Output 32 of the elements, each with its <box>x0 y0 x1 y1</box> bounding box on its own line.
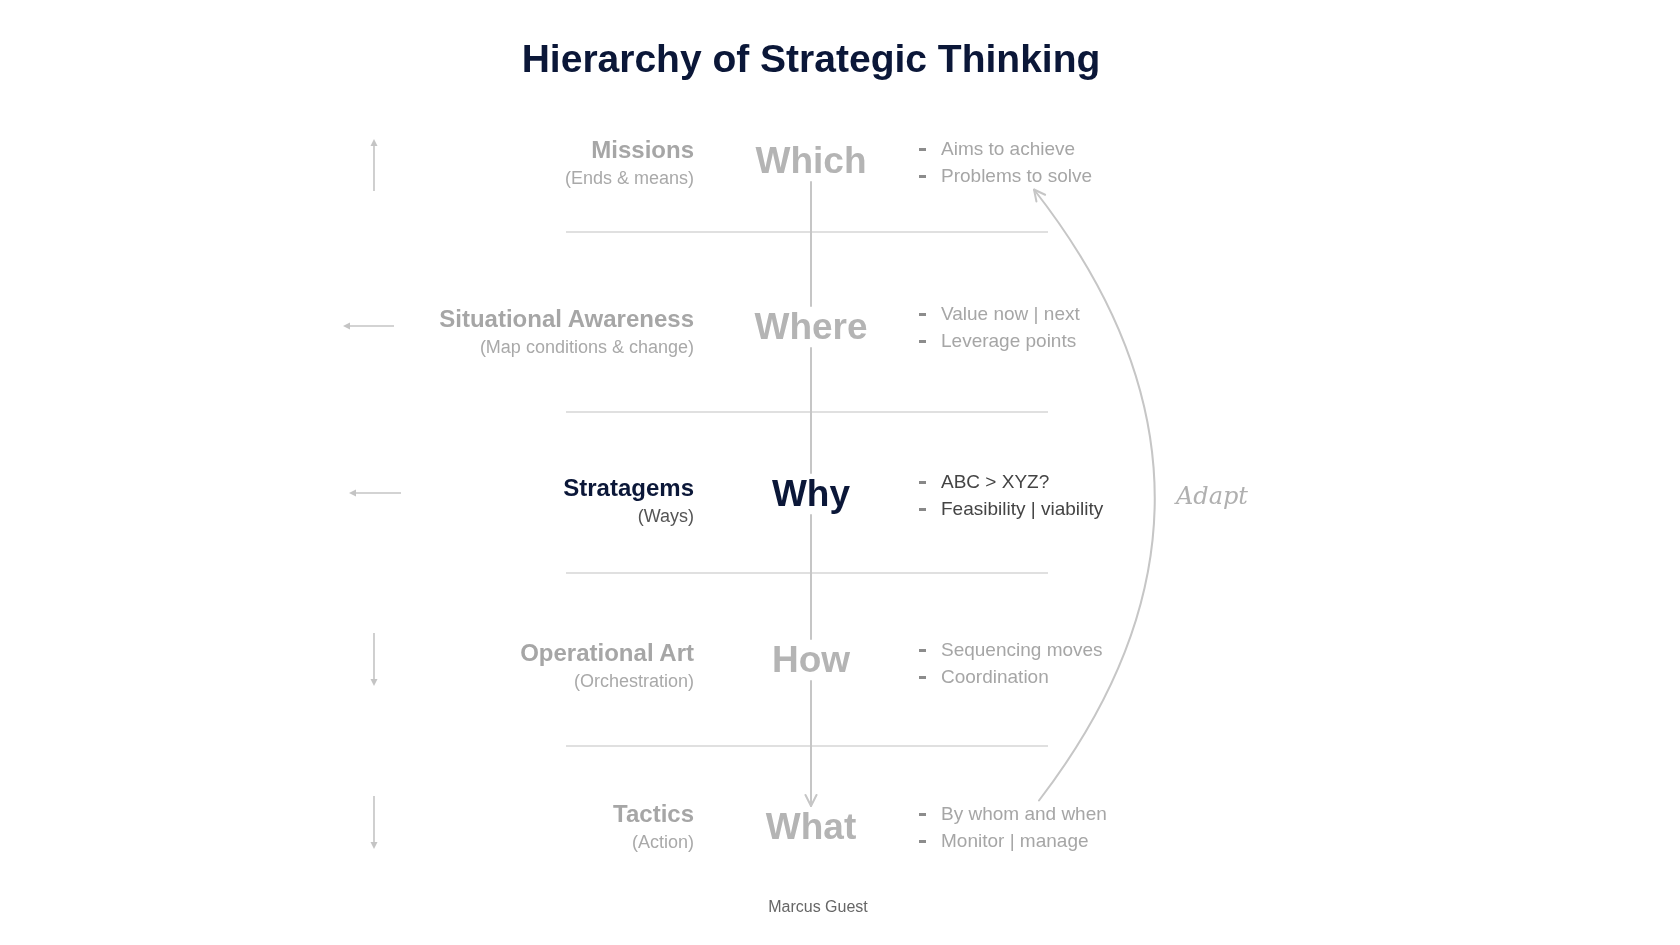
row-heading: Situational Awareness <box>439 304 694 334</box>
row-heading: Missions <box>591 135 694 165</box>
question-word: What <box>765 806 857 848</box>
connector-line <box>810 347 812 474</box>
row-subheading: (Ways) <box>637 505 694 528</box>
arrow <box>804 680 818 807</box>
bullet-text: By whom and when <box>941 802 1107 826</box>
bullet-text: Coordination <box>941 665 1049 689</box>
curved-arrow <box>1033 188 1156 802</box>
bullet-text: Sequencing moves <box>941 638 1103 662</box>
row-subheading: (Orchestration) <box>573 670 694 693</box>
bullet-text: ABC > XYZ? <box>941 470 1050 494</box>
bullet-text: Leverage points <box>941 329 1077 353</box>
bullet-text: Monitor | manage <box>941 829 1089 853</box>
row-heading: Operational Art <box>520 638 694 668</box>
question-word: Where <box>754 306 868 348</box>
bullet-text: Aims to achieve <box>941 137 1076 161</box>
question-word: How <box>771 639 851 681</box>
connector-line <box>810 514 812 640</box>
bullet-text: Value now | next <box>941 302 1080 326</box>
connector-line <box>810 181 812 307</box>
row-subheading: (Map conditions & change) <box>479 336 694 359</box>
row-heading: Tactics <box>613 799 694 829</box>
row-subheading: (Ends & means) <box>564 167 694 190</box>
diagram-title: Hierarchy of Strategic Thinking <box>521 37 1101 81</box>
bullet-text: Feasibility | viability <box>941 497 1104 521</box>
bullet-text: Problems to solve <box>941 164 1092 188</box>
row-subheading: (Action) <box>632 831 694 854</box>
author-credit: Marcus Guest <box>768 897 868 917</box>
question-word: Why <box>771 473 851 515</box>
row-heading: Stratagems <box>563 473 694 503</box>
question-word: Which <box>755 140 867 182</box>
